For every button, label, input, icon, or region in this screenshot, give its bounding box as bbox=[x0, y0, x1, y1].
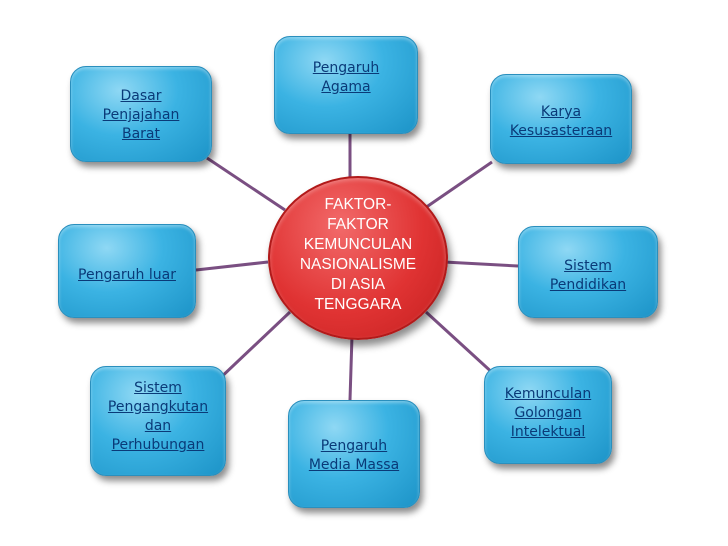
node-dasar-penjajahan-barat-label: Dasar Penjajahan Barat bbox=[102, 88, 180, 142]
node-sistem-pengangkutan: Sistem Pengangkutan dan Perhubungan bbox=[90, 366, 226, 476]
connector-pengaruh-luar bbox=[195, 260, 269, 272]
node-karya-kesusasteraan-label: Karya Kesusasteraan bbox=[509, 104, 613, 139]
node-dasar-penjajahan-barat: Dasar Penjajahan Barat bbox=[70, 66, 212, 162]
connector-media-massa bbox=[348, 335, 354, 401]
node-karya-kesusasteraan: Karya Kesusasteraan bbox=[490, 74, 632, 164]
node-pengaruh-agama-label: Pengaruh Agama bbox=[312, 60, 380, 95]
node-pengaruh-agama: Pengaruh Agama bbox=[274, 36, 418, 134]
central-topic: FAKTOR- FAKTOR KEMUNCULAN NASIONALISME D… bbox=[268, 176, 448, 340]
node-pengaruh-media-massa: Pengaruh Media Massa bbox=[288, 400, 420, 508]
node-sistem-pendidikan-label: Sistem Pendidikan bbox=[549, 258, 627, 293]
connector-kemunculan bbox=[424, 310, 498, 378]
central-topic-label: FAKTOR- FAKTOR KEMUNCULAN NASIONALISME D… bbox=[299, 196, 417, 313]
connector-sistem-pendidikan bbox=[443, 260, 519, 268]
connector-karya bbox=[424, 160, 493, 210]
node-pengaruh-luar-label: Pengaruh luar bbox=[78, 267, 176, 283]
node-pengaruh-media-massa-label: Pengaruh Media Massa bbox=[308, 438, 400, 473]
connector-sistem-pengangkutan bbox=[214, 310, 292, 384]
node-kemunculan-golongan-intelektual: Kemunculan Golongan Intelektual bbox=[484, 366, 612, 464]
node-sistem-pengangkutan-label: Sistem Pengangkutan dan Perhubungan bbox=[107, 380, 209, 453]
connector-dasar-penjajahan bbox=[206, 156, 286, 212]
node-sistem-pendidikan: Sistem Pendidikan bbox=[518, 226, 658, 318]
node-kemunculan-golongan-intelektual-label: Kemunculan Golongan Intelektual bbox=[504, 386, 592, 440]
node-pengaruh-luar: Pengaruh luar bbox=[58, 224, 196, 318]
